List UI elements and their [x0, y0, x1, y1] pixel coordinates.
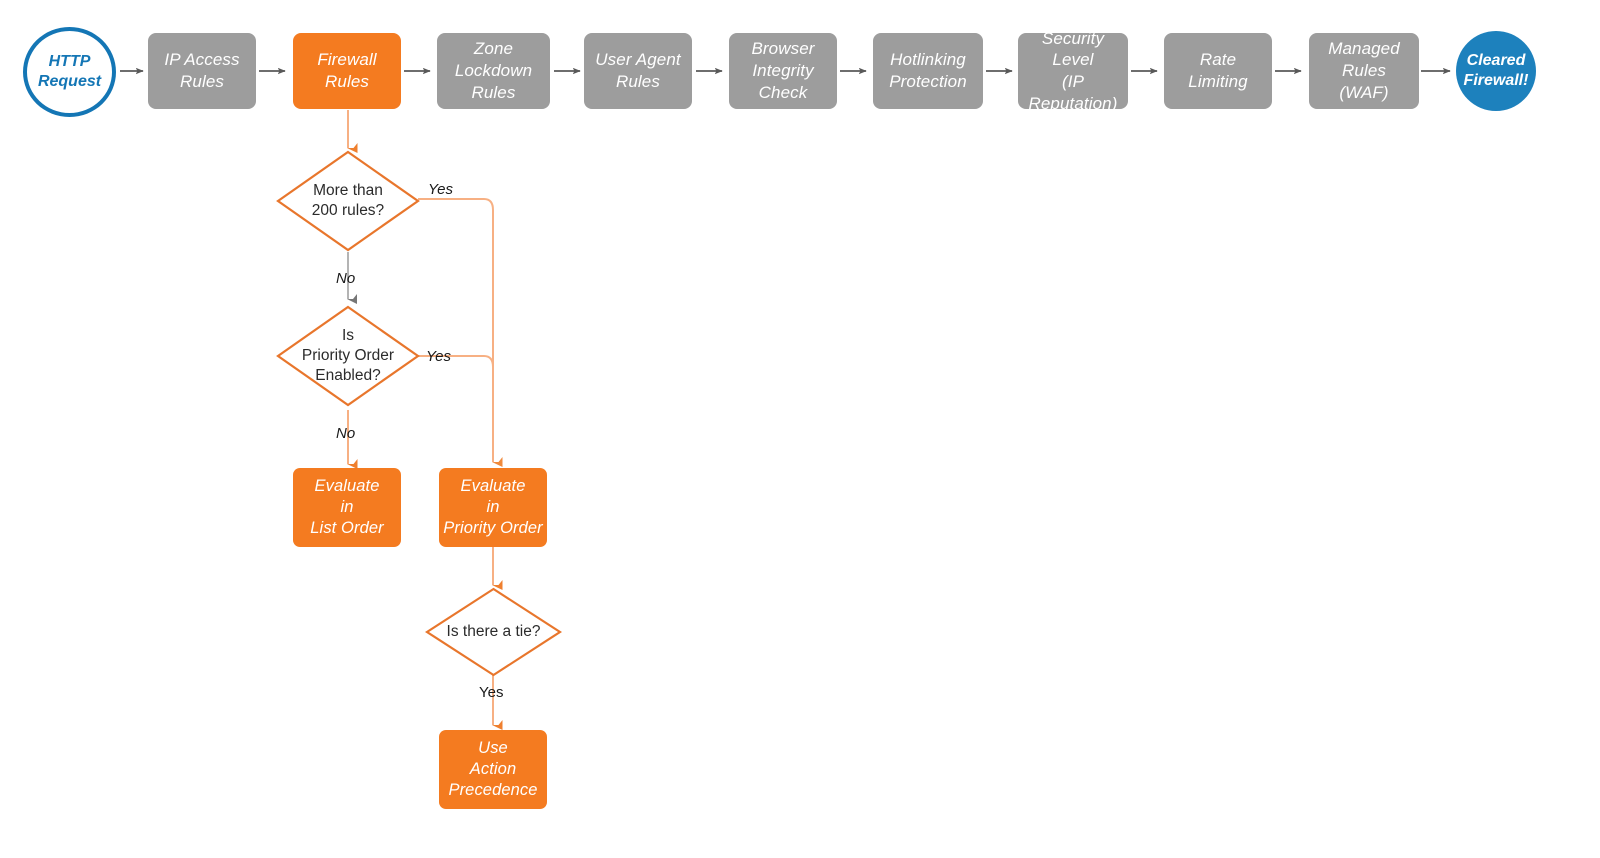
diamond-shape-icon [276, 305, 420, 407]
edge-decision1-yes [418, 198, 503, 467]
edge-label-tie-yes: Yes [479, 684, 504, 701]
node-hotlinking-protection[interactable]: Hotlinking Protection [873, 33, 983, 109]
decision-is-there-a-tie-label: Is there a tie? [446, 622, 541, 640]
edge-decision2-yes [418, 355, 494, 430]
decision-is-priority-order-enabled[interactable]: Is Priority Order Enabled? [276, 305, 420, 407]
node-zone-lockdown-rules[interactable]: Zone Lockdown Rules [437, 33, 550, 109]
diamond-shape-icon [276, 150, 420, 252]
node-rate-limiting[interactable]: Rate Limiting [1164, 33, 1272, 109]
node-http-request[interactable]: HTTP Request [23, 27, 116, 117]
edge-label-decision2-yes: Yes [426, 348, 452, 365]
node-ip-access-rules[interactable]: IP Access Rules [148, 33, 256, 109]
decision-more-than-200-rules[interactable]: More than 200 rules? [276, 150, 420, 252]
diamond-shape-icon [425, 587, 562, 677]
decision-is-priority-order-enabled-label: Is Priority Order Enabled? [301, 326, 395, 385]
edge-label-decision1-yes: Yes [428, 181, 454, 198]
node-browser-integrity-check[interactable]: Browser Integrity Check [729, 33, 837, 109]
node-evaluate-in-priority-order[interactable]: Evaluate in Priority Order [439, 468, 547, 547]
node-use-action-precedence[interactable]: Use Action Precedence [439, 730, 547, 809]
decision-is-there-a-tie[interactable]: Is there a tie? [425, 587, 562, 677]
decision-more-than-200-rules-label: More than 200 rules? [311, 181, 385, 219]
node-cleared-firewall[interactable]: Cleared Firewall! [1456, 31, 1536, 111]
node-user-agent-rules[interactable]: User Agent Rules [584, 33, 692, 109]
node-security-level[interactable]: Security Level (IP Reputation) [1018, 29, 1128, 113]
node-managed-rules-waf[interactable]: Managed Rules (WAF) [1309, 33, 1419, 109]
node-firewall-rules[interactable]: Firewall Rules [293, 33, 401, 109]
node-evaluate-in-list-order[interactable]: Evaluate in List Order [293, 468, 401, 547]
edge-label-decision2-no: No [336, 425, 356, 442]
edge-label-decision1-no: No [336, 270, 356, 287]
